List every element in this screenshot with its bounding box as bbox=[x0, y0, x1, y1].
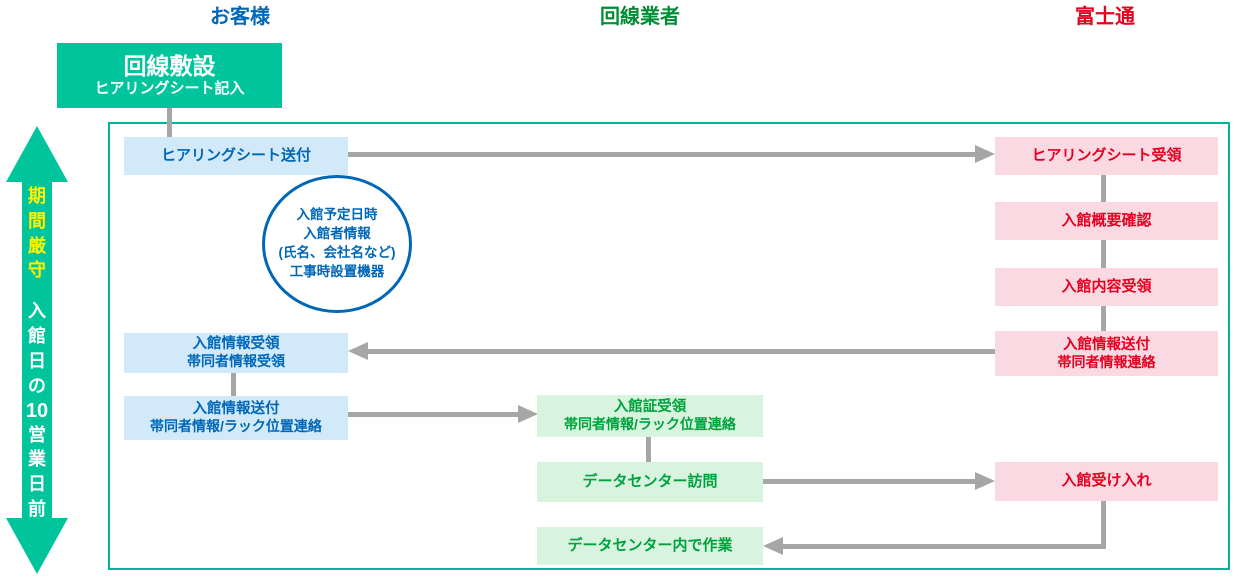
column-header-fujitsu: 富士通 bbox=[1075, 6, 1135, 28]
box-datacenter-work: データセンター内で作業 bbox=[537, 527, 763, 565]
column-header-customer: お客様 bbox=[210, 6, 270, 28]
note-line2: 入館者情報 bbox=[303, 226, 371, 242]
box-entry-info-send: 入館情報送付 帯同者情報/ラック位置連絡 bbox=[124, 396, 348, 440]
box-entry-acceptance: 入館受け入れ bbox=[995, 462, 1218, 501]
entry-info-note-circle: 入館予定日時 入館者情報 (氏名、会社名など) 工事時設置機器 bbox=[262, 175, 412, 313]
deadline-days-number: 10 bbox=[25, 399, 49, 422]
deadline-timeline-arrow: 期間厳守 入館日の 10 営業日前 bbox=[6, 126, 68, 574]
box-hearing-sheet-send: ヒアリングシート送付 bbox=[124, 137, 348, 175]
arrowhead-left-icon bbox=[348, 342, 368, 360]
box-label: 入館内容受領 bbox=[1061, 277, 1152, 295]
connector-info-send-to-pass-receive bbox=[348, 412, 519, 417]
box-label-line1: 入館証受領 bbox=[613, 399, 687, 416]
column-header-carrier: 回線業者 bbox=[600, 6, 680, 28]
connector-hearing-receive-to-overview bbox=[1101, 175, 1106, 202]
box-label: ヒアリングシート送付 bbox=[160, 146, 311, 164]
process-frame bbox=[108, 122, 1230, 570]
box-entry-content-receive: 入館内容受領 bbox=[995, 268, 1218, 306]
box-label-line2: 帯同者情報/ラック位置連絡 bbox=[150, 418, 322, 435]
connector-info-receive-to-info-send bbox=[231, 373, 236, 396]
timeline-text: 期間厳守 入館日の 10 営業日前 bbox=[6, 184, 68, 522]
box-label: データセンター内で作業 bbox=[567, 536, 733, 554]
box-entry-info-send-fujitsu: 入館情報送付 帯同者情報連絡 bbox=[995, 331, 1218, 376]
box-entry-pass-receive: 入館証受領 帯同者情報/ラック位置連絡 bbox=[537, 395, 763, 437]
box-entry-info-receive: 入館情報受領 帯同者情報受領 bbox=[124, 333, 348, 373]
timeline-shaft bbox=[22, 174, 52, 526]
box-datacenter-visit: データセンター訪問 bbox=[537, 462, 763, 502]
box-label-line2: 帯同者情報/ラック位置連絡 bbox=[564, 416, 736, 433]
box-label-line1: 入館情報送付 bbox=[192, 401, 280, 418]
arrowhead-right-icon bbox=[975, 472, 995, 490]
box-entry-overview-check: 入館概要確認 bbox=[995, 202, 1218, 240]
note-line3: (氏名、会社名など) bbox=[278, 245, 396, 260]
connector-dc-visit-to-acceptance bbox=[763, 479, 976, 484]
arrowhead-left-icon bbox=[763, 537, 783, 555]
note-line1: 入館予定日時 bbox=[296, 207, 378, 223]
connector-acceptance-down bbox=[1101, 501, 1106, 549]
connector-overview-to-content bbox=[1101, 240, 1106, 268]
box-hearing-sheet-receive: ヒアリングシート受領 bbox=[995, 137, 1218, 175]
box-label: 入館概要確認 bbox=[1061, 211, 1152, 229]
connector-acceptance-to-dc-work bbox=[783, 544, 1106, 549]
box-label: データセンター訪問 bbox=[582, 472, 718, 490]
deadline-strict-label: 期間厳守 bbox=[28, 186, 46, 281]
box-label-line1: 入館情報送付 bbox=[1063, 336, 1150, 353]
start-box-subtitle: ヒアリングシート記入 bbox=[94, 79, 245, 97]
deadline-text-line2: 営業日前 bbox=[28, 424, 46, 520]
box-label: 入館受け入れ bbox=[1061, 472, 1152, 490]
deadline-text-line1: 入館日の bbox=[28, 301, 46, 396]
box-label-line1: 入館情報受領 bbox=[192, 336, 280, 353]
box-label-line2: 帯同者情報受領 bbox=[187, 353, 285, 370]
arrowhead-right-icon bbox=[518, 405, 538, 423]
note-line4: 工事時設置機器 bbox=[289, 263, 385, 279]
start-box-title: 回線敷設 bbox=[123, 53, 216, 80]
connector-info-send-to-info-receive bbox=[368, 349, 995, 354]
arrow-down-icon bbox=[6, 518, 68, 574]
arrow-up-icon bbox=[6, 126, 68, 182]
connector-content-to-info-send bbox=[1101, 306, 1106, 331]
connector-start-to-hearing-send bbox=[167, 108, 172, 137]
connector-hearing-send-to-receive bbox=[348, 152, 976, 157]
start-box-line-installation: 回線敷設 ヒアリングシート記入 bbox=[57, 43, 282, 108]
arrowhead-right-icon bbox=[975, 145, 995, 163]
box-label-line2: 帯同者情報連絡 bbox=[1057, 353, 1156, 370]
box-label: ヒアリングシート受領 bbox=[1031, 146, 1182, 164]
connector-pass-receive-to-dc-visit bbox=[646, 437, 651, 462]
